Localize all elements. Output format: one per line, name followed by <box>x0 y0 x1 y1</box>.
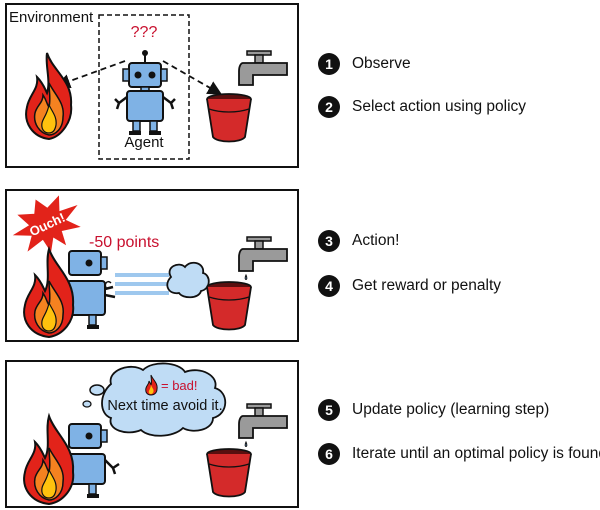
step-number: 6 <box>318 443 340 465</box>
faucet-icon <box>238 50 288 86</box>
observe-illustration: ??? Agent <box>25 14 288 160</box>
agent-label: Agent <box>124 134 164 151</box>
step-text: Action! <box>352 232 400 249</box>
step-1-observe: 1 Observe <box>318 51 411 77</box>
look-right-arrow <box>162 60 223 95</box>
robot-agent-icon <box>66 250 116 329</box>
fire-icon <box>23 245 75 339</box>
robot-agent-icon <box>114 50 176 135</box>
bucket-icon <box>206 93 252 143</box>
thought-bubble: = bad! Next time avoid it. <box>82 362 227 437</box>
step-number: 5 <box>318 399 340 421</box>
step-text: Observe <box>352 55 411 72</box>
question-marks: ??? <box>131 24 158 41</box>
penalty-points: -50 points <box>89 234 159 251</box>
step-text: Get reward or penalty <box>352 277 502 294</box>
small-fire-icon <box>145 374 158 396</box>
bubble-avoid-text: Next time avoid it. <box>107 398 222 414</box>
agent-box <box>98 14 190 160</box>
bucket-icon <box>206 281 252 331</box>
bucket-icon <box>206 448 252 498</box>
bubble-bad-text: = bad! <box>161 378 198 393</box>
step-text: Iterate until an optimal policy is found <box>352 445 600 462</box>
ouch-burst: Ouch! <box>12 195 81 253</box>
step-6-iterate: 6 Iterate until an optimal policy is fou… <box>318 441 600 467</box>
panel-learn: = bad! Next time avoid it. <box>5 360 299 508</box>
step-text: Update policy (learning step) <box>352 401 550 418</box>
step-number: 2 <box>318 96 340 118</box>
panel-action: Ouch! -50 points <box>5 189 299 342</box>
look-left-arrow <box>55 60 126 89</box>
step-number: 3 <box>318 230 340 252</box>
step-2-select-action: 2 Select action using policy <box>318 94 526 120</box>
environment-label: Environment <box>9 9 94 26</box>
faucet-icon <box>238 236 288 280</box>
fire-icon <box>23 412 75 506</box>
robot-agent-icon <box>66 423 120 498</box>
learn-illustration: = bad! Next time avoid it. <box>23 362 288 506</box>
panel-observe: ??? Agent <box>5 3 299 168</box>
action-illustration: Ouch! -50 points <box>12 195 288 339</box>
fire-icon <box>25 52 73 141</box>
water-jet <box>104 261 210 299</box>
step-3-action: 3 Action! <box>318 228 399 254</box>
faucet-icon <box>238 403 288 447</box>
step-5-update-policy: 5 Update policy (learning step) <box>318 397 549 423</box>
step-text: Select action using policy <box>352 98 527 115</box>
step-number: 4 <box>318 275 340 297</box>
step-number: 1 <box>318 53 340 75</box>
step-4-reward: 4 Get reward or penalty <box>318 273 501 299</box>
